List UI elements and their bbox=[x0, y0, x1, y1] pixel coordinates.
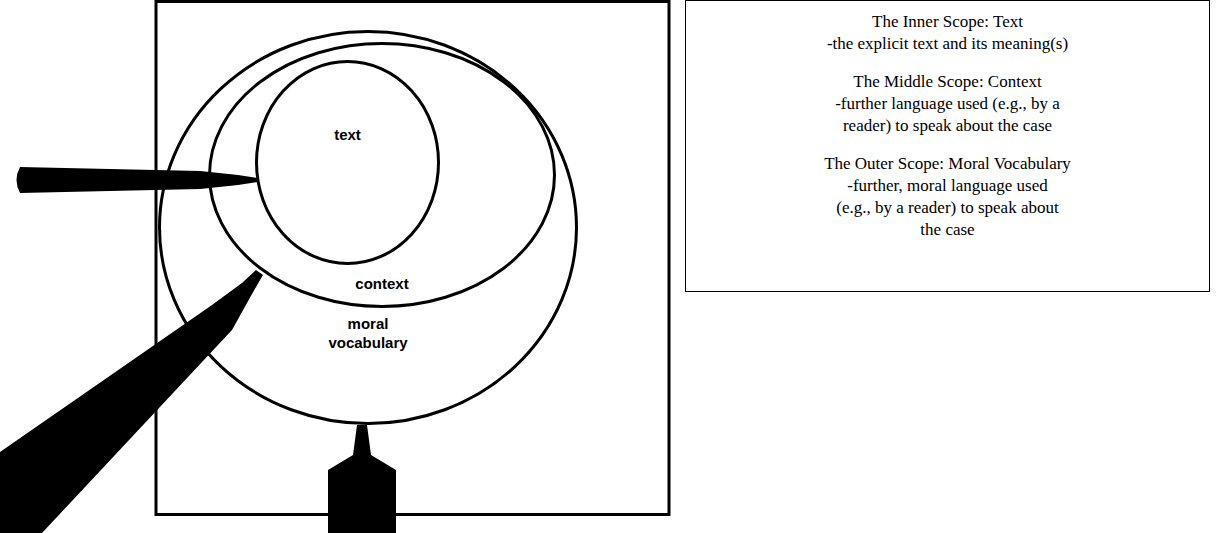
ellipse-outline bbox=[208, 42, 556, 308]
scope-description: -further, moral language used (e.g., by … bbox=[830, 175, 1066, 241]
scope-ellipse: text bbox=[255, 60, 440, 265]
magnifier-handle bbox=[0, 270, 263, 533]
scope-ellipse: moral vocabulary context text bbox=[158, 30, 578, 425]
magnifier-handle bbox=[17, 167, 259, 193]
scope-label: context bbox=[337, 274, 427, 293]
scope-description: -further language used (e.g., by a reade… bbox=[814, 93, 1082, 137]
scope-heading: The Inner Scope: Text bbox=[748, 11, 1148, 33]
ellipse-outline bbox=[257, 62, 439, 264]
frame-square bbox=[156, 2, 669, 515]
ellipse-outline bbox=[160, 32, 577, 424]
scope-heading: The Outer Scope: Moral Vocabulary bbox=[748, 153, 1148, 175]
magnifier-handle bbox=[328, 425, 396, 533]
scope-label: moral vocabulary bbox=[313, 314, 423, 352]
scope-ellipse: context text bbox=[208, 42, 556, 308]
scope-heading: The Middle Scope: Context bbox=[748, 71, 1148, 93]
ellipse-outline bbox=[255, 60, 440, 265]
legend-box: The Inner Scope: Text-the explicit text … bbox=[685, 0, 1210, 292]
ellipse-outline bbox=[210, 44, 555, 307]
scope-description: -the explicit text and its meaning(s) bbox=[748, 33, 1148, 55]
scope-label: text bbox=[318, 125, 378, 144]
